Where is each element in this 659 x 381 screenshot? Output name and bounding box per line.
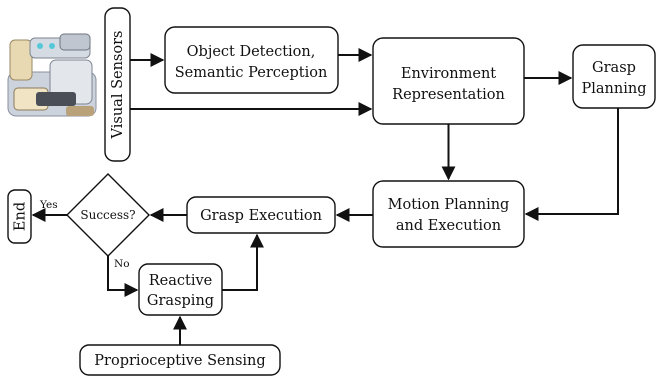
end-label: End	[13, 202, 29, 231]
edges	[31, 48, 619, 345]
grasp-execution-node: Grasp Execution	[186, 196, 336, 234]
edge-reactive-to-grasp-execution	[222, 233, 264, 291]
visual-sensors-label: Visual Sensors	[110, 31, 126, 140]
motion-planning-label-line2: and Execution	[396, 218, 501, 234]
edge-label-no: No	[114, 258, 130, 270]
success-decision-label: Success?	[80, 208, 135, 222]
environment-representation-label-line1: Environment	[401, 66, 496, 82]
environment-representation-label-line2: Representation	[392, 87, 505, 103]
visual-sensors-node: Visual Sensors	[104, 7, 131, 162]
object-detection-label-line1: Object Detection,	[187, 44, 316, 60]
motion-planning-node: Motion Planning and Execution	[372, 180, 525, 248]
grasp-planning-label-line2: Planning	[582, 81, 647, 97]
environment-representation-node: Environment Representation	[372, 37, 525, 125]
reactive-grasping-label-line1: Reactive	[149, 273, 213, 289]
end-node: End	[7, 189, 32, 244]
edge-label-yes: Yes	[39, 199, 58, 211]
robot-hand-image	[7, 33, 97, 117]
object-detection-node: Object Detection, Semantic Perception	[164, 26, 339, 94]
edge-success-no-to-reactive	[107, 256, 139, 297]
grasp-planning-label-line1: Grasp	[592, 60, 636, 76]
object-detection-label-line2: Semantic Perception	[175, 65, 328, 81]
reactive-grasping-label-line2: Grasping	[147, 293, 214, 309]
proprioceptive-sensing-node: Proprioceptive Sensing	[79, 344, 281, 376]
motion-planning-label-line1: Motion Planning	[388, 197, 510, 213]
proprioceptive-sensing-label: Proprioceptive Sensing	[94, 353, 265, 369]
reactive-grasping-node: Reactive Grasping	[138, 263, 223, 316]
grasp-execution-label: Grasp Execution	[200, 208, 322, 224]
grasp-planning-node: Grasp Planning	[572, 44, 656, 109]
success-decision-node: Success?	[66, 173, 150, 257]
edge-grasp-planning-to-motion-planning	[524, 108, 619, 221]
